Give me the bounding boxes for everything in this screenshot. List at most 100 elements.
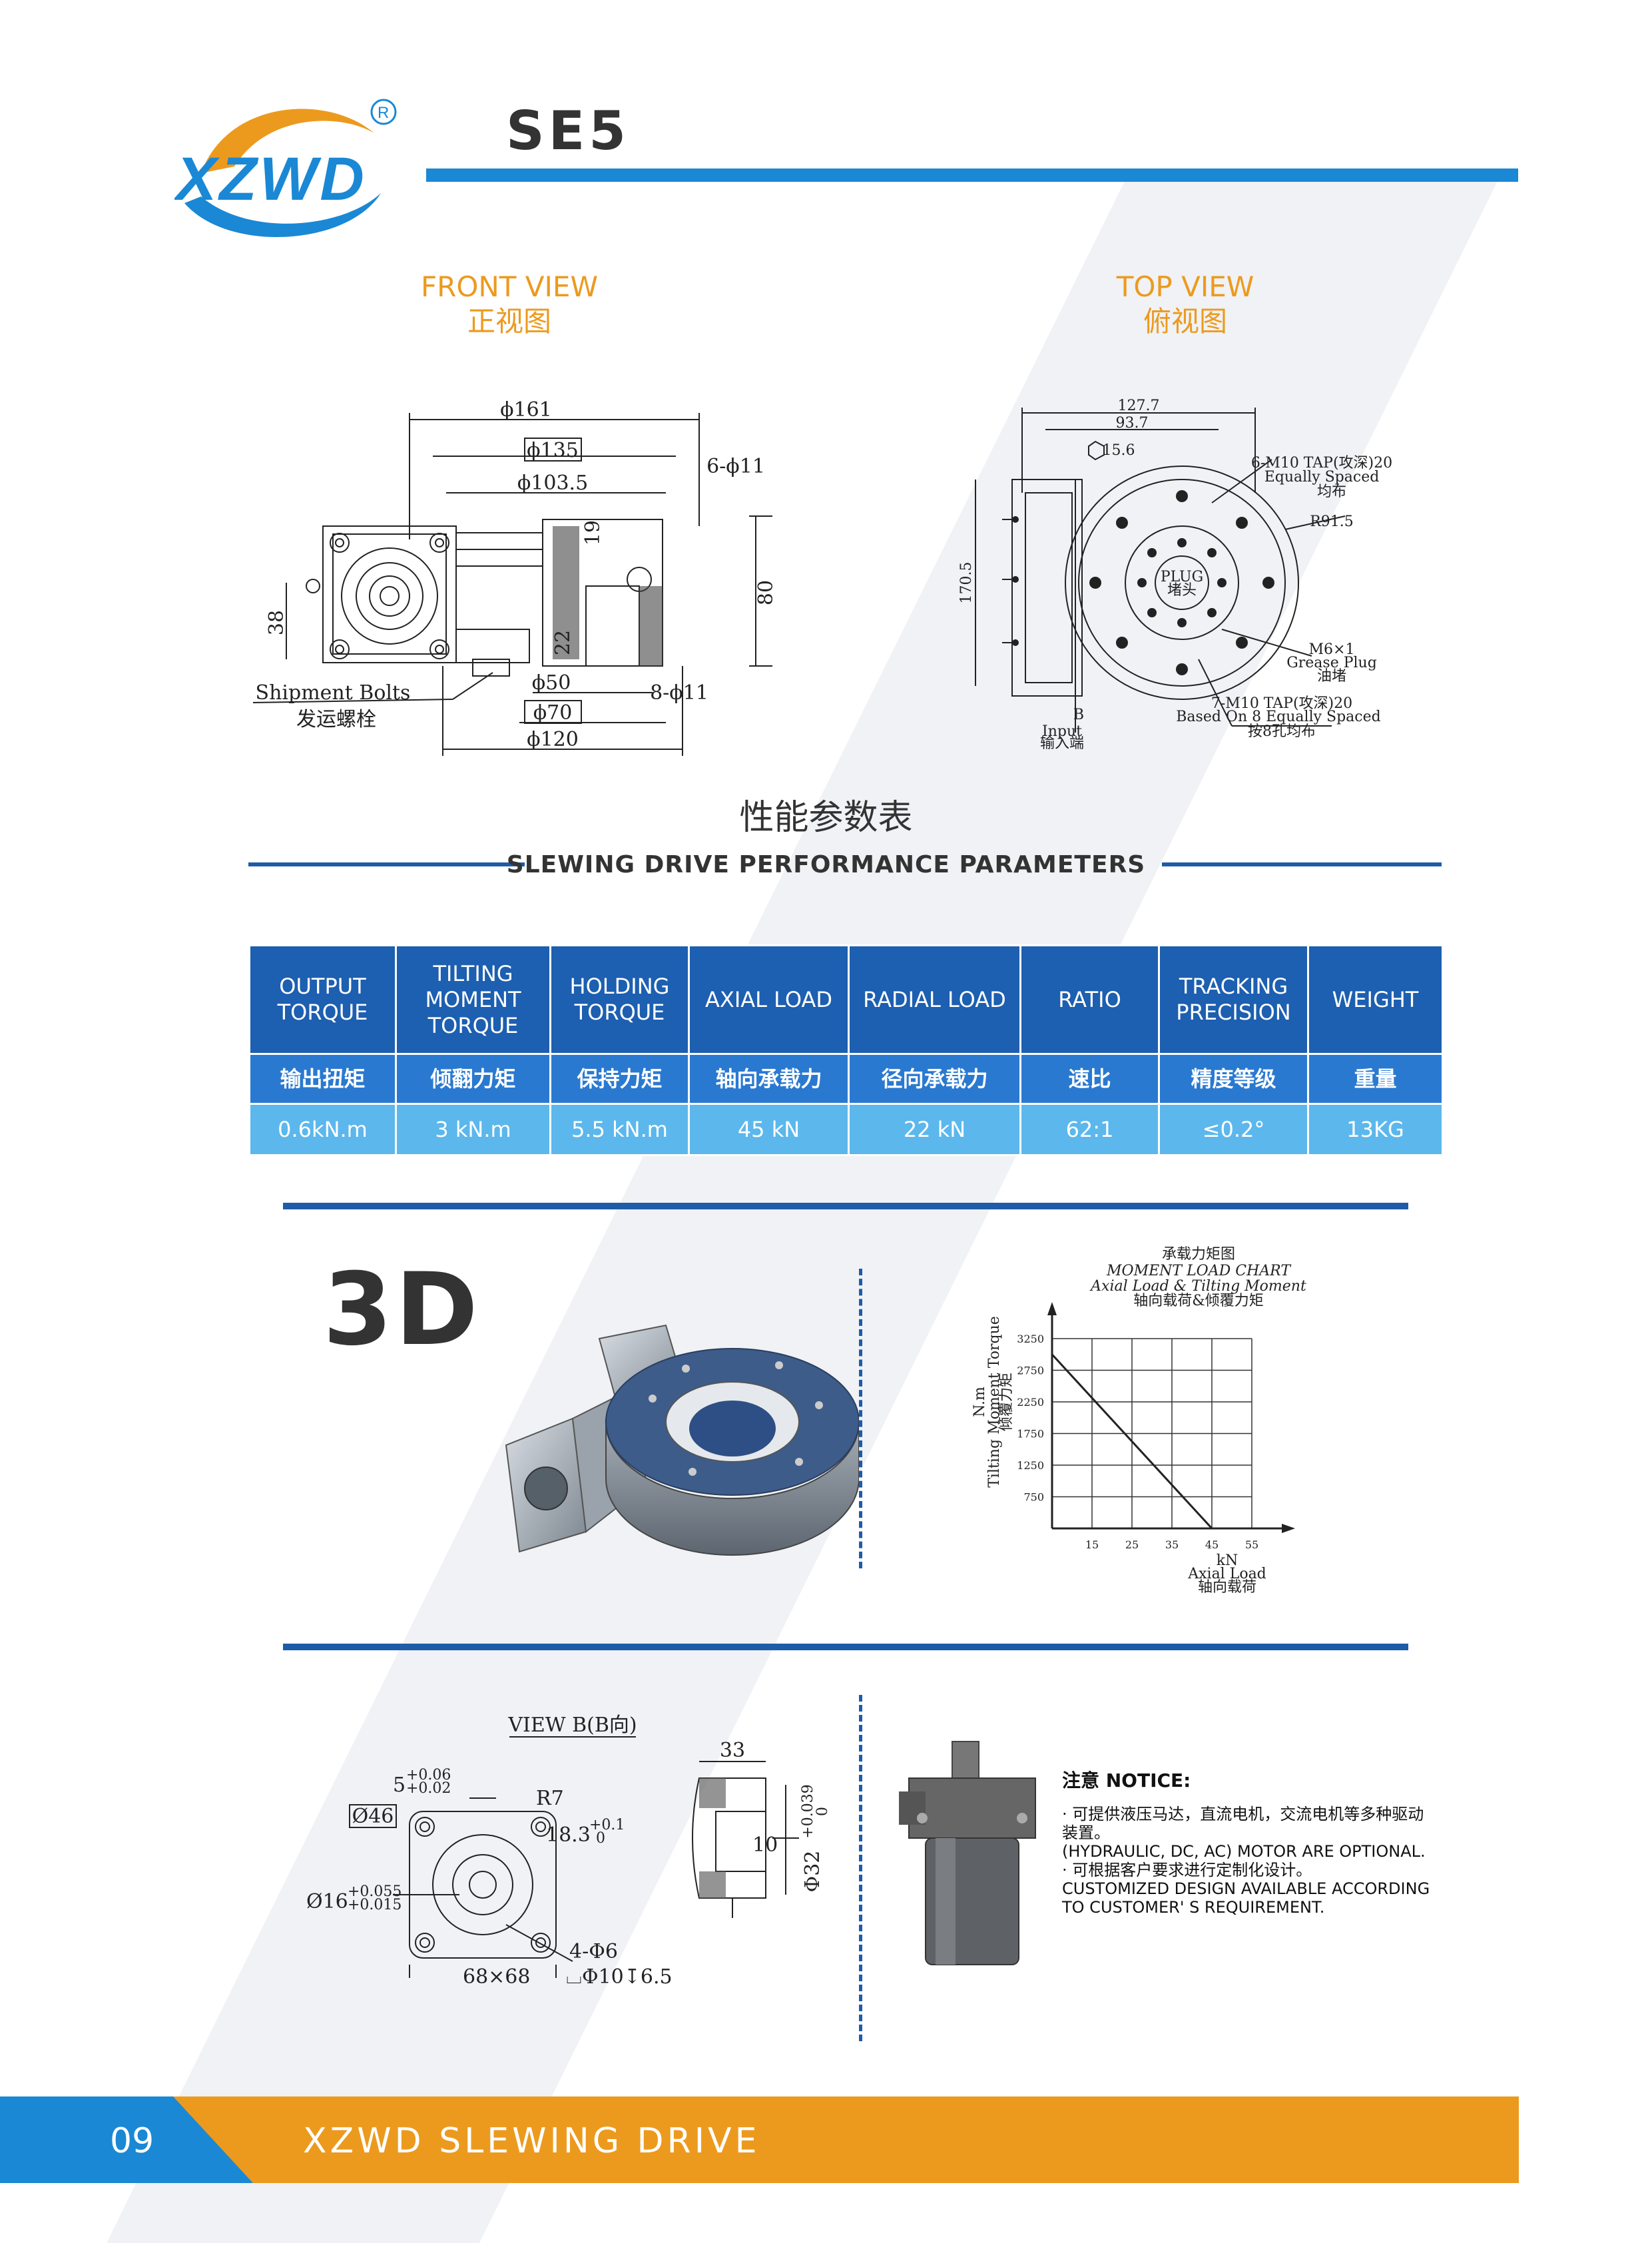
grease-label-c: 油堵 — [1317, 668, 1346, 685]
tap6-label-c: 均布 — [1317, 483, 1346, 500]
input-label-cn: 输入端 — [1040, 735, 1084, 752]
dim-93: 93.7 — [1116, 415, 1149, 432]
chart-subtitle-2: Axial Load & Tilting Moment — [1089, 1278, 1306, 1295]
front-view-title: FRONT VIEW 正视图 — [390, 270, 629, 339]
divider-rule-1 — [283, 1203, 1408, 1209]
chart-x-tick-label: 15 — [1085, 1538, 1099, 1551]
section-b-d32: Φ32 — [801, 1851, 824, 1893]
table-header-cell: RADIAL LOAD — [848, 944, 1021, 1055]
tap6-label-b: Equally Spaced — [1264, 469, 1380, 485]
table-value-cell: 5.5 kN.m — [549, 1103, 690, 1156]
table-header-cell: TRACKING PRECISION — [1158, 944, 1309, 1055]
top-view-title-en: TOP VIEW — [1116, 270, 1254, 303]
shipment-bolts-label: Shipment Bolts — [256, 681, 411, 705]
moment-load-chart: 承载力矩图 MOMENT LOAD CHART Axial Load & Til… — [972, 1246, 1306, 1596]
header-rule — [426, 168, 1518, 182]
dim-d38: 38 — [265, 610, 288, 635]
view-b-d46: Ø46 — [352, 1805, 394, 1828]
plug-label: PLUG — [1161, 569, 1203, 585]
view-b-square: 68×68 — [463, 1965, 530, 1989]
shipment-bolts-label-cn: 发运螺栓 — [296, 708, 376, 731]
dim-d22: 22 — [551, 630, 575, 655]
view-b-w5-tol-up: +0.06 — [406, 1767, 451, 1783]
label-3d: 3D — [323, 1252, 481, 1368]
dim-holes-top: 6-ϕ11 — [706, 455, 765, 478]
chart-x-tick-label: 35 — [1165, 1538, 1179, 1551]
3d-render — [505, 1324, 859, 1556]
table-value-cell: 62:1 — [1019, 1103, 1160, 1156]
view-b-holes: 4-Φ6 — [569, 1940, 618, 1963]
top-view-drawing: 127.7 93.7 15.6 170.5 6-M10 TAP(攻深)20 Eq… — [959, 398, 1392, 752]
view-b-w5-tol-dn: +0.02 — [406, 1780, 451, 1797]
table-header-cell: RATIO — [1019, 944, 1160, 1055]
table-header-cn-cell: 重量 — [1307, 1053, 1444, 1105]
notice-block: 注意 NOTICE: · 可提供液压马达，直流电机，交流电机等多种驱动装置。 (… — [1062, 1771, 1435, 1917]
chart-x-tick-label: 45 — [1205, 1538, 1219, 1551]
chart-xlabel-unit: kN — [1217, 1552, 1239, 1569]
chart-series-line — [1051, 1353, 1213, 1530]
notice-line: · 可提供液压马达，直流电机，交流电机等多种驱动装置。 — [1062, 1805, 1424, 1842]
svg-text:R: R — [378, 104, 389, 122]
notice-line: · 可根据客户要求进行定制化设计。 — [1062, 1861, 1312, 1879]
table-header-cn-cell: 保持力矩 — [549, 1053, 690, 1105]
table-value-cell: 13KG — [1307, 1103, 1444, 1156]
table-header-cn-cell: 轴向承载力 — [688, 1053, 850, 1105]
footer-band — [0, 2096, 1519, 2183]
divider-rule-2 — [283, 1644, 1408, 1650]
table-header-cell: AXIAL LOAD — [688, 944, 850, 1055]
chart-y-tick-label: 1750 — [1017, 1428, 1044, 1441]
table-header-cell: TILTING MOMENT TORQUE — [395, 944, 551, 1055]
chart-ylabel-cn: 倾覆力矩 — [998, 1373, 1015, 1431]
chart-axes — [1047, 1302, 1295, 1533]
view-b-d18: 18.3 — [546, 1823, 591, 1847]
chart-x-arrow — [1282, 1524, 1295, 1533]
view-b-drawing: VIEW B(B向) 5 +0.06 +0.02 Ø46 R7 18.3 +0.… — [306, 1714, 673, 1989]
table-value-cell: 3 kN.m — [395, 1103, 551, 1156]
chart-y-tick-label: 2750 — [1017, 1365, 1044, 1377]
model-title: SE5 — [506, 100, 630, 162]
table-value-cell: 22 kN — [848, 1103, 1021, 1156]
front-view-title-en: FRONT VIEW — [420, 270, 598, 303]
table-header-cn-cell: 速比 — [1019, 1053, 1160, 1105]
chart-series — [1051, 1353, 1213, 1530]
section-title-cn: 性能参数表 — [739, 798, 913, 838]
section-b-d32-tol-up: +0.039 — [800, 1784, 816, 1838]
chart-y-tick-label: 1250 — [1017, 1459, 1044, 1472]
plug-label-cn: 堵头 — [1167, 582, 1197, 599]
chart-ylabel: Tilting Moment Torque — [986, 1316, 1003, 1488]
view-b-w5: 5 — [393, 1773, 406, 1797]
view-b-title: VIEW B(B向) — [507, 1714, 637, 1737]
chart-y-tick-label: 3250 — [1017, 1333, 1044, 1345]
view-b-d16: Ø16 — [306, 1890, 348, 1913]
view-b-d18-tol-dn: 0 — [596, 1830, 605, 1847]
footer-title: XZWD SLEWING DRIVE — [303, 2121, 760, 2161]
dim-d50: ϕ50 — [532, 671, 571, 695]
table-header-cn-cell: 输出扭矩 — [248, 1053, 397, 1105]
tap7-label-b: Based On 8 Equally Spaced — [1176, 709, 1380, 725]
view-b-d16-tol-dn: +0.015 — [348, 1897, 402, 1913]
dim-127: 127.7 — [1118, 398, 1160, 414]
notice-title: 注意 NOTICE: — [1062, 1769, 1191, 1791]
table-header-cn-row: 输出扭矩 倾翻力矩 保持力矩 轴向承载力 径向承载力 速比 精度等级 重量 — [248, 1053, 1444, 1105]
xzwd-logo: XZWD R — [174, 99, 397, 238]
performance-table: OUTPUT TORQUE TILTING MOMENT TORQUE HOLD… — [248, 944, 1444, 1156]
table-header-cn-cell: 径向承载力 — [848, 1053, 1021, 1105]
dim-d103: ϕ103.5 — [517, 472, 588, 495]
chart-subtitle: MOMENT LOAD CHART — [1106, 1263, 1292, 1279]
grease-label-b: Grease Plug — [1286, 655, 1377, 671]
dim-d70: ϕ70 — [533, 701, 573, 725]
dim-hex: 15.6 — [1103, 442, 1135, 459]
logo-text: XZWD — [174, 145, 367, 213]
chart-y-arrow — [1047, 1302, 1057, 1315]
table-header-cell: WEIGHT — [1307, 944, 1444, 1055]
dim-d135: ϕ135 — [527, 439, 579, 462]
grease-label: M6×1 — [1309, 641, 1355, 658]
chart-xlabel: Axial Load — [1187, 1566, 1266, 1582]
top-view-title-cn: 俯视图 — [1143, 305, 1227, 338]
notice-line: CUSTOMIZED DESIGN AVAILABLE ACCORDING TO… — [1062, 1879, 1430, 1917]
dim-d19: 19 — [581, 520, 605, 545]
table-header-cn-cell: 倾翻力矩 — [395, 1053, 551, 1105]
section-b-d10: 10 — [752, 1833, 778, 1857]
table-header-en-row: OUTPUT TORQUE TILTING MOMENT TORQUE HOLD… — [248, 944, 1444, 1055]
view-b-cbore: ⌴Φ10↧6.5 — [566, 1965, 673, 1989]
